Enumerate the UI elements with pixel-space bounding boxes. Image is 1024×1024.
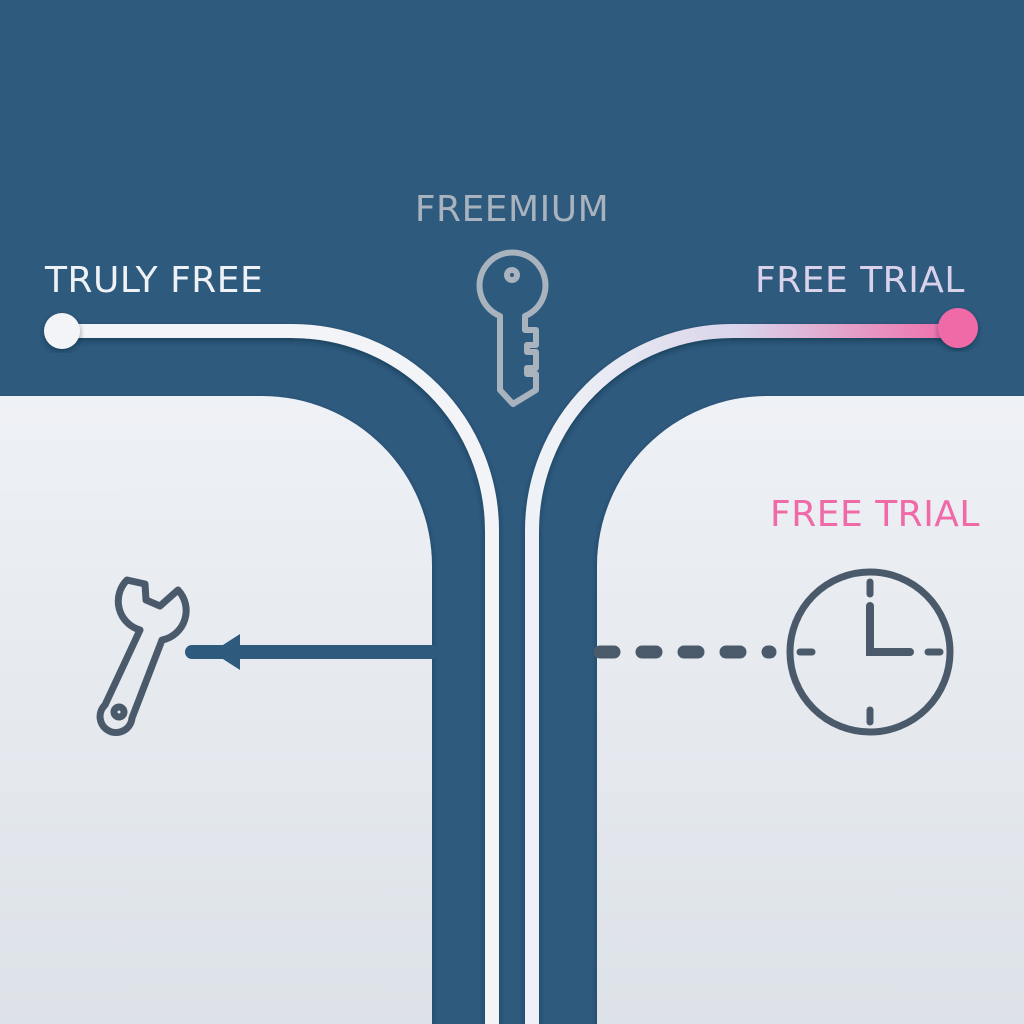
clock-icon [786,568,954,736]
left-panel [0,396,432,1024]
free-trial-top-label: FREE TRIAL [755,260,965,301]
arrow-left [185,634,439,670]
truly-free-path [55,324,499,1024]
free-trial-path [525,324,965,1024]
truly-free-label: TRULY FREE [44,260,263,301]
free-trial-dot [938,308,978,348]
truly-free-dot [44,313,80,349]
free-trial-panel-label: FREE TRIAL [770,494,980,535]
wrench-icon [96,576,190,737]
key-icon [476,249,549,407]
freemium-label: FREEMIUM [415,189,609,230]
